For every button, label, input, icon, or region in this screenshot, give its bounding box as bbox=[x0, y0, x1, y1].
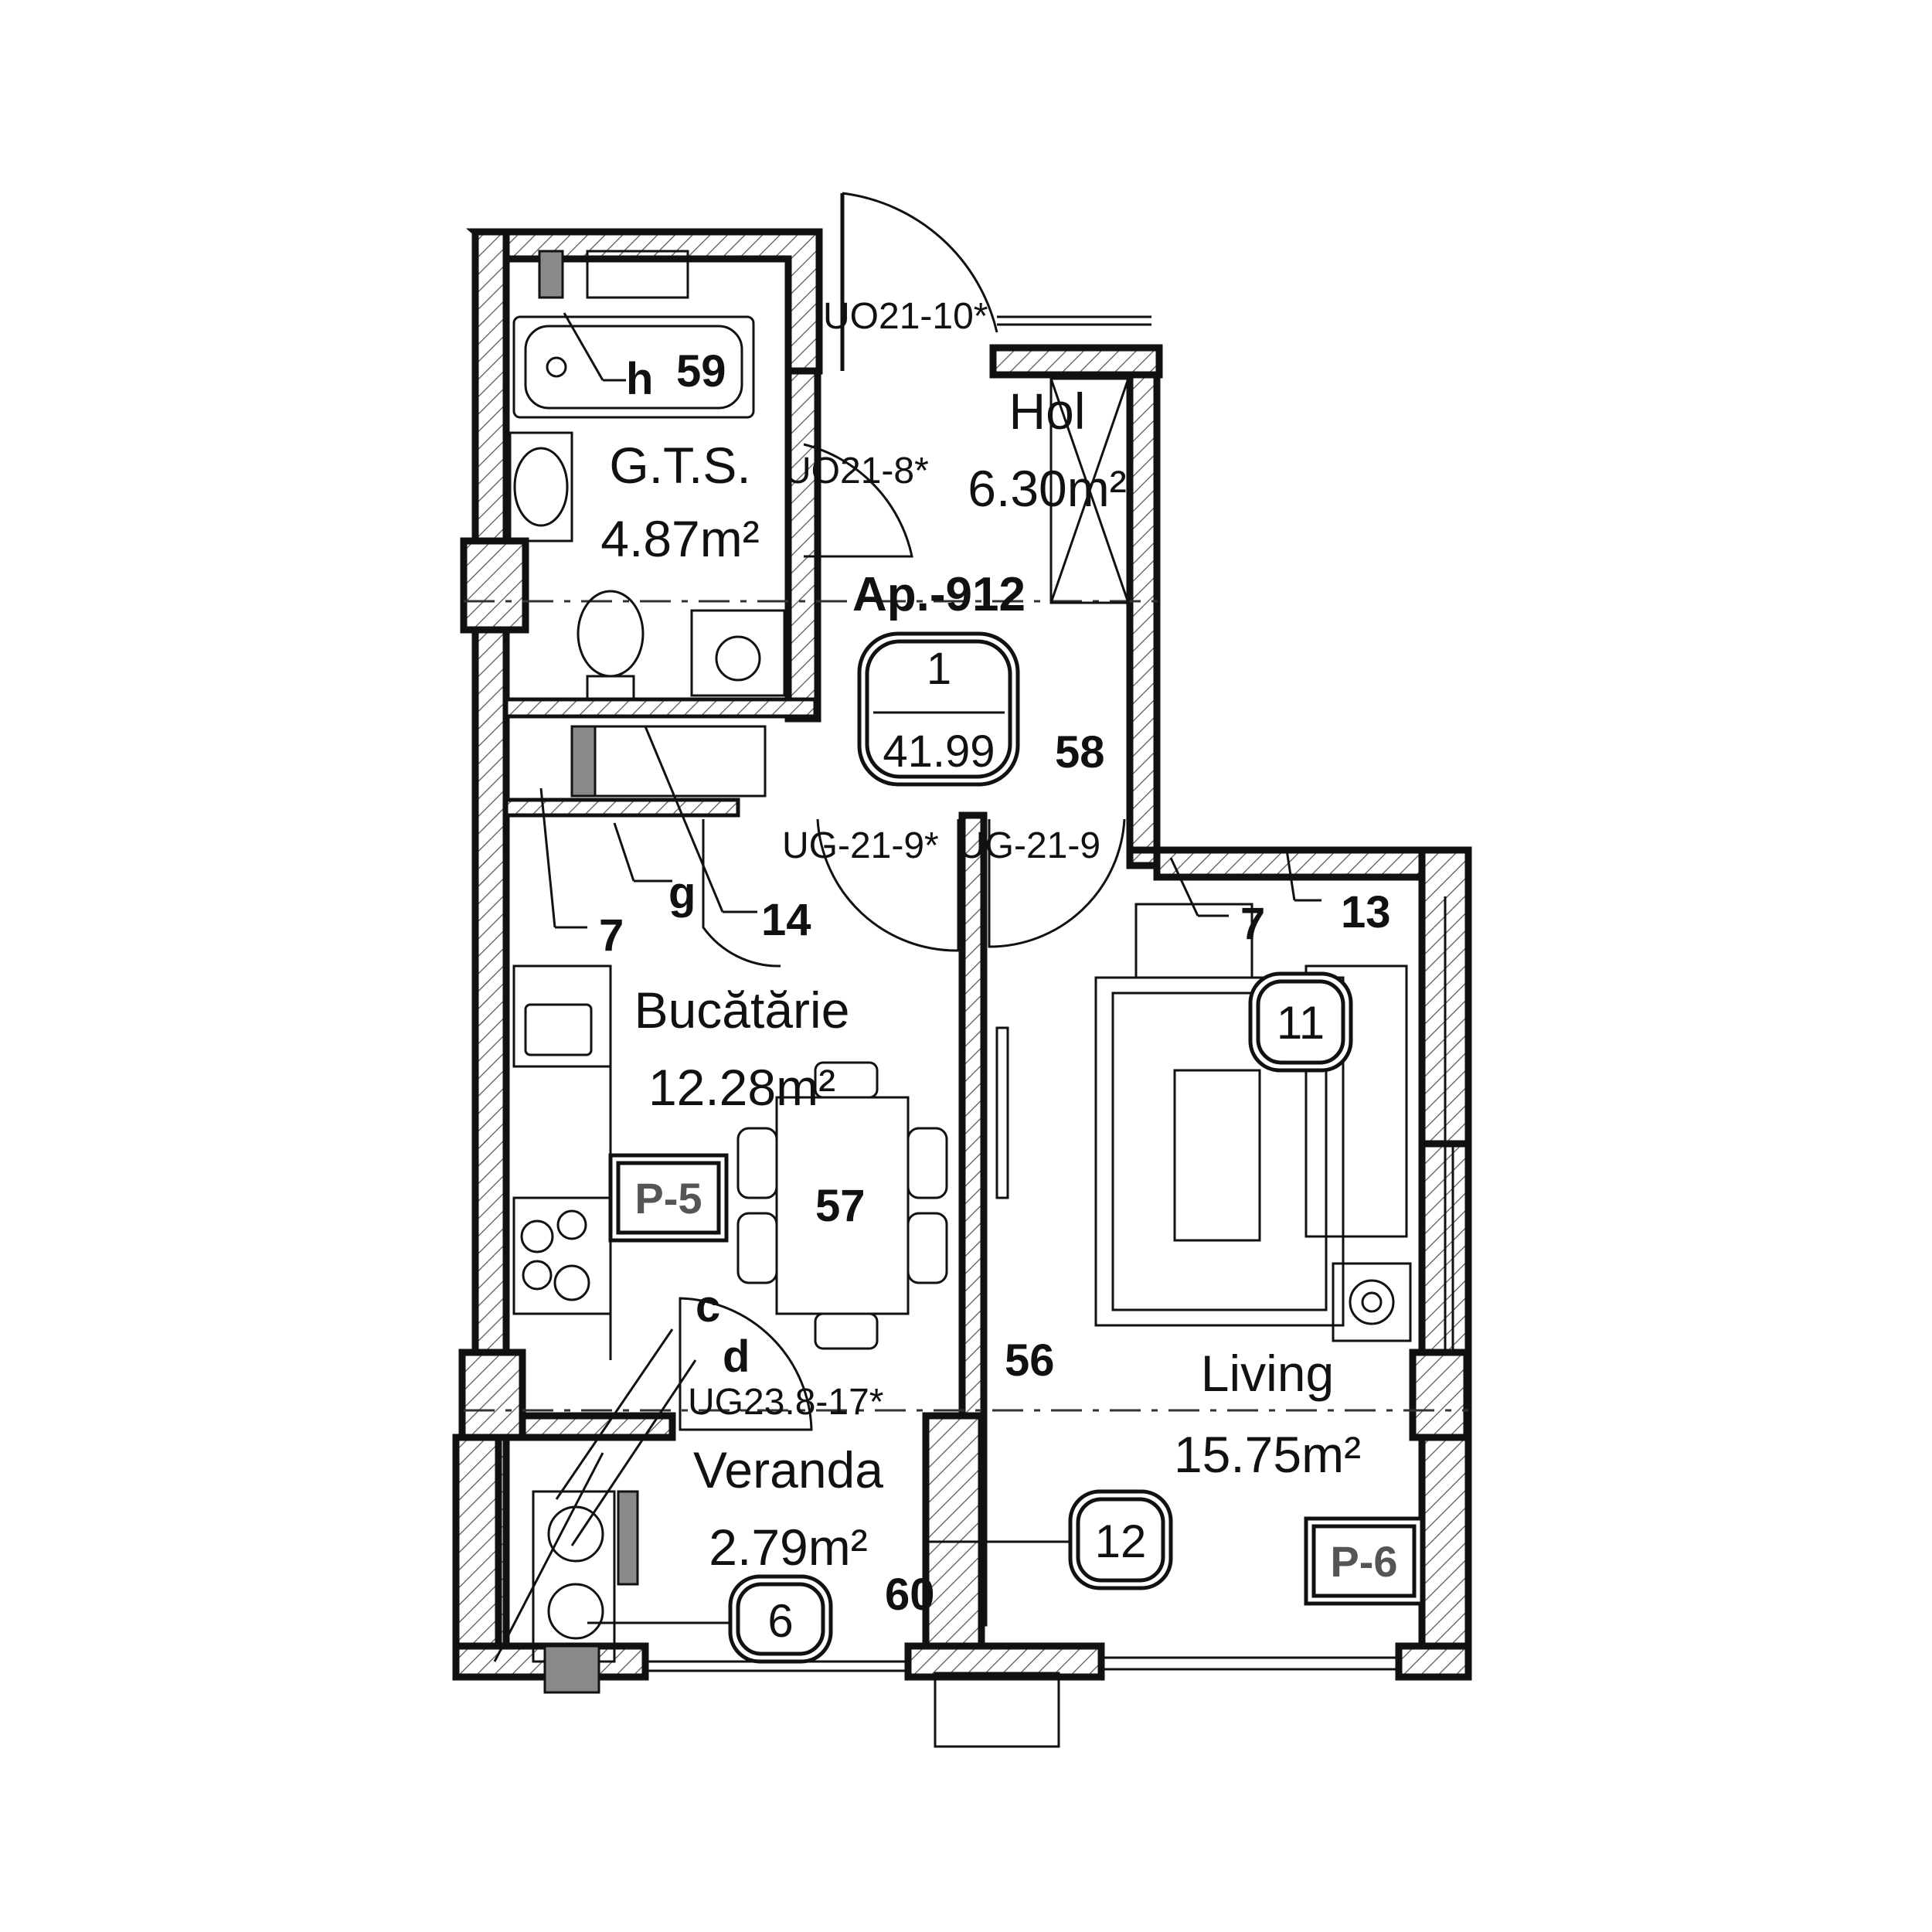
room-name-gts: G.T.S. bbox=[609, 437, 750, 494]
tag-p6: P-6 bbox=[1330, 1537, 1397, 1586]
room-area-gts: 4.87m² bbox=[600, 510, 759, 567]
label-14: 14 bbox=[761, 895, 811, 945]
letter-g: g bbox=[668, 868, 696, 918]
bathroom-fixtures bbox=[509, 250, 1130, 798]
bubble-6-inner bbox=[736, 1582, 825, 1656]
bubble-11-inner bbox=[1256, 979, 1345, 1065]
bubble-12-inner bbox=[1076, 1497, 1165, 1583]
windows bbox=[645, 315, 1454, 1672]
pillar-right bbox=[1409, 1349, 1471, 1441]
kitchen-fixtures bbox=[512, 964, 948, 1360]
room-area-hol: 6.30m² bbox=[968, 460, 1126, 517]
door-code-living: UG-21-9 bbox=[958, 825, 1100, 866]
apartment-badge-top: 1 bbox=[927, 644, 951, 694]
wall-top-bath bbox=[466, 228, 823, 375]
leader-lines bbox=[493, 312, 1321, 1662]
label-60: 60 bbox=[885, 1570, 935, 1620]
pillar-left-lower bbox=[458, 1349, 526, 1441]
door-code-bath: UO21-8* bbox=[784, 451, 929, 492]
door-swings bbox=[679, 192, 1126, 1431]
label-7-kitchen: 7 bbox=[599, 910, 624, 961]
apartment-label: Ap.-912 bbox=[852, 568, 1026, 621]
wall-bath-bottom bbox=[504, 697, 818, 719]
wall-living-top bbox=[1130, 846, 1426, 881]
wall-living-bottom-right bbox=[1395, 1642, 1472, 1681]
bubble-6: 6 bbox=[767, 1595, 793, 1647]
door-code-kitchen: UG-21-9* bbox=[782, 825, 939, 866]
room-area-veranda: 2.79m² bbox=[709, 1519, 867, 1576]
label-7-living: 7 bbox=[1240, 899, 1265, 949]
wall-top-right bbox=[989, 344, 1163, 379]
room-area-living: 15.75m² bbox=[1174, 1426, 1361, 1483]
label-57: 57 bbox=[815, 1181, 866, 1231]
wall-hall-right bbox=[1126, 367, 1161, 869]
label-58: 58 bbox=[1055, 727, 1105, 777]
room-name-bucatarie: Bucătărie bbox=[634, 981, 850, 1039]
wall-bath-right bbox=[784, 367, 821, 723]
tag-p5-inner bbox=[616, 1161, 721, 1235]
label-13: 13 bbox=[1341, 887, 1391, 937]
bubble-11: 11 bbox=[1277, 997, 1325, 1049]
room-area-bucatarie: 12.28m² bbox=[648, 1059, 835, 1116]
wall-left-upper bbox=[471, 228, 510, 1441]
label-59: 59 bbox=[676, 346, 726, 396]
apartment-badge-bottom: 41.99 bbox=[883, 726, 995, 777]
tag-p6-inner bbox=[1311, 1524, 1417, 1598]
wall-kitchen-top bbox=[504, 798, 740, 818]
veranda-fixtures bbox=[532, 1490, 1060, 1748]
tag-p5: P-5 bbox=[634, 1174, 702, 1223]
room-name-hol: Hol bbox=[1009, 383, 1085, 440]
wall-veranda-left bbox=[452, 1434, 502, 1681]
door-code-veranda: UG23.8-17* bbox=[688, 1382, 883, 1423]
room-name-living: Living bbox=[1201, 1345, 1334, 1402]
pillar-left-upper bbox=[460, 537, 529, 634]
room-name-veranda: Veranda bbox=[693, 1441, 883, 1498]
door-code-entrance: UO21-10* bbox=[823, 296, 988, 337]
bubble-12: 12 bbox=[1095, 1515, 1147, 1567]
label-56: 56 bbox=[1005, 1335, 1055, 1386]
letter-d: d bbox=[723, 1332, 750, 1382]
living-fixtures bbox=[995, 903, 1412, 1342]
apartment-badge-inner bbox=[865, 639, 1012, 779]
letter-c: c bbox=[696, 1281, 720, 1332]
walls bbox=[452, 228, 1472, 1681]
letter-h: h bbox=[626, 354, 653, 404]
